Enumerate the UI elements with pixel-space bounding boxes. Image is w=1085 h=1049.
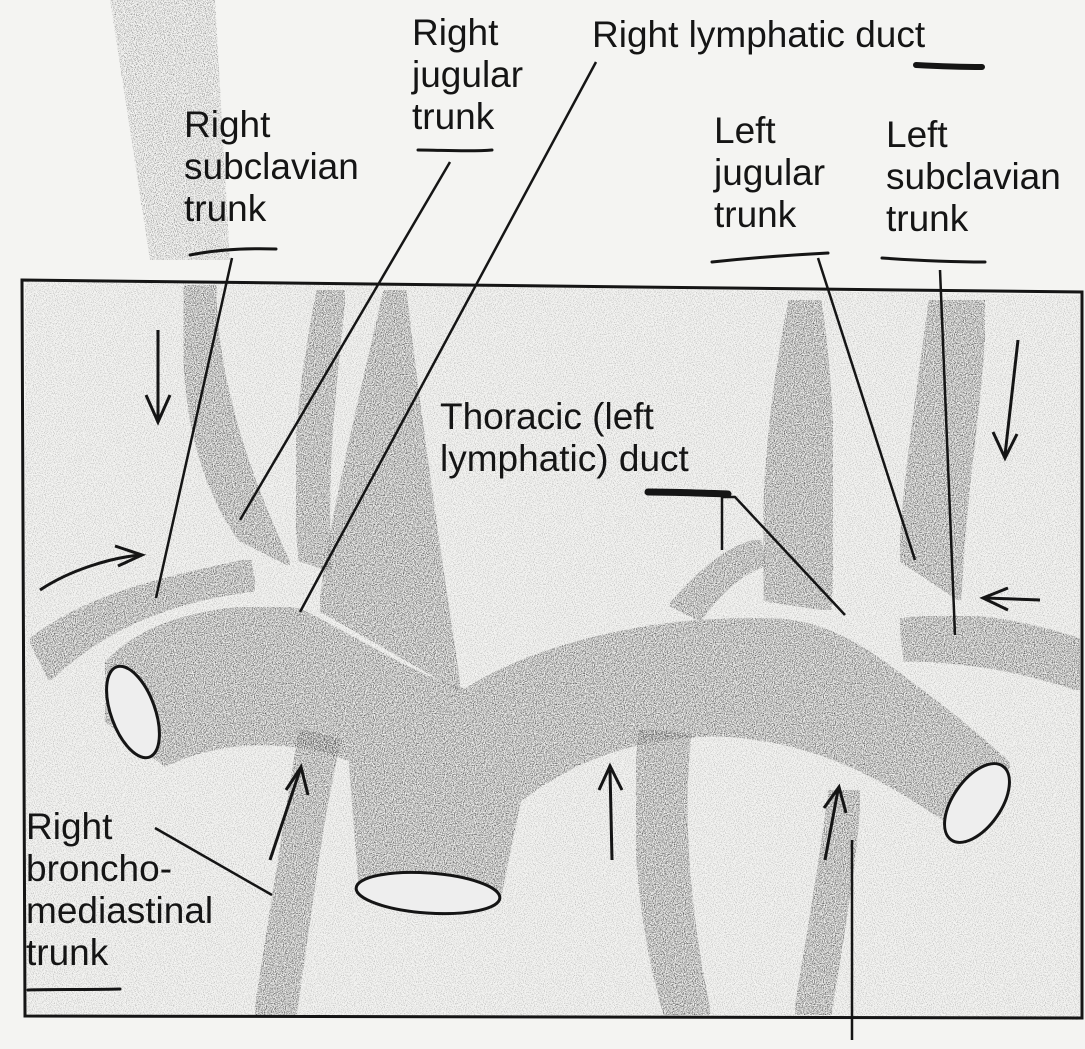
label-line: Left — [886, 114, 1061, 156]
label-line: lymphatic) duct — [440, 438, 689, 480]
label-line: subclavian — [886, 156, 1061, 198]
label-left-subclavian-trunk: Left subclavian trunk — [886, 114, 1061, 240]
label-line: Thoracic (left — [440, 396, 689, 438]
label-left-jugular-trunk: Left jugular trunk — [714, 110, 825, 236]
underline-right-jugular — [418, 150, 492, 151]
underline-thoracic-duct — [648, 492, 728, 494]
label-line: subclavian — [184, 146, 359, 188]
label-line: broncho- — [26, 848, 213, 890]
label-line: jugular — [714, 152, 825, 194]
underline-right-lymphatic — [916, 65, 982, 67]
label-line: trunk — [26, 932, 213, 974]
label-line: mediastinal — [26, 890, 213, 932]
label-right-jugular-trunk: Right jugular trunk — [412, 12, 523, 138]
label-right-subclavian-trunk: Right subclavian trunk — [184, 104, 359, 230]
label-right-bronchomediastinal-trunk: Right broncho- mediastinal trunk — [26, 806, 213, 974]
label-line: Right lymphatic duct — [592, 14, 925, 56]
label-line: trunk — [412, 96, 523, 138]
label-line: trunk — [184, 188, 359, 230]
label-line: jugular — [412, 54, 523, 96]
label-line: Left — [714, 110, 825, 152]
label-line: trunk — [714, 194, 825, 236]
underline-left-jugular — [712, 253, 828, 262]
underline-left-subclavian — [882, 258, 985, 262]
label-right-lymphatic-duct: Right lymphatic duct — [592, 14, 925, 56]
label-line: trunk — [886, 198, 1061, 240]
underline-right-bronchomediastinal — [28, 989, 120, 990]
label-line: Right — [184, 104, 359, 146]
label-line: Right — [412, 12, 523, 54]
label-thoracic-duct: Thoracic (left lymphatic) duct — [440, 396, 689, 480]
label-line: Right — [26, 806, 213, 848]
